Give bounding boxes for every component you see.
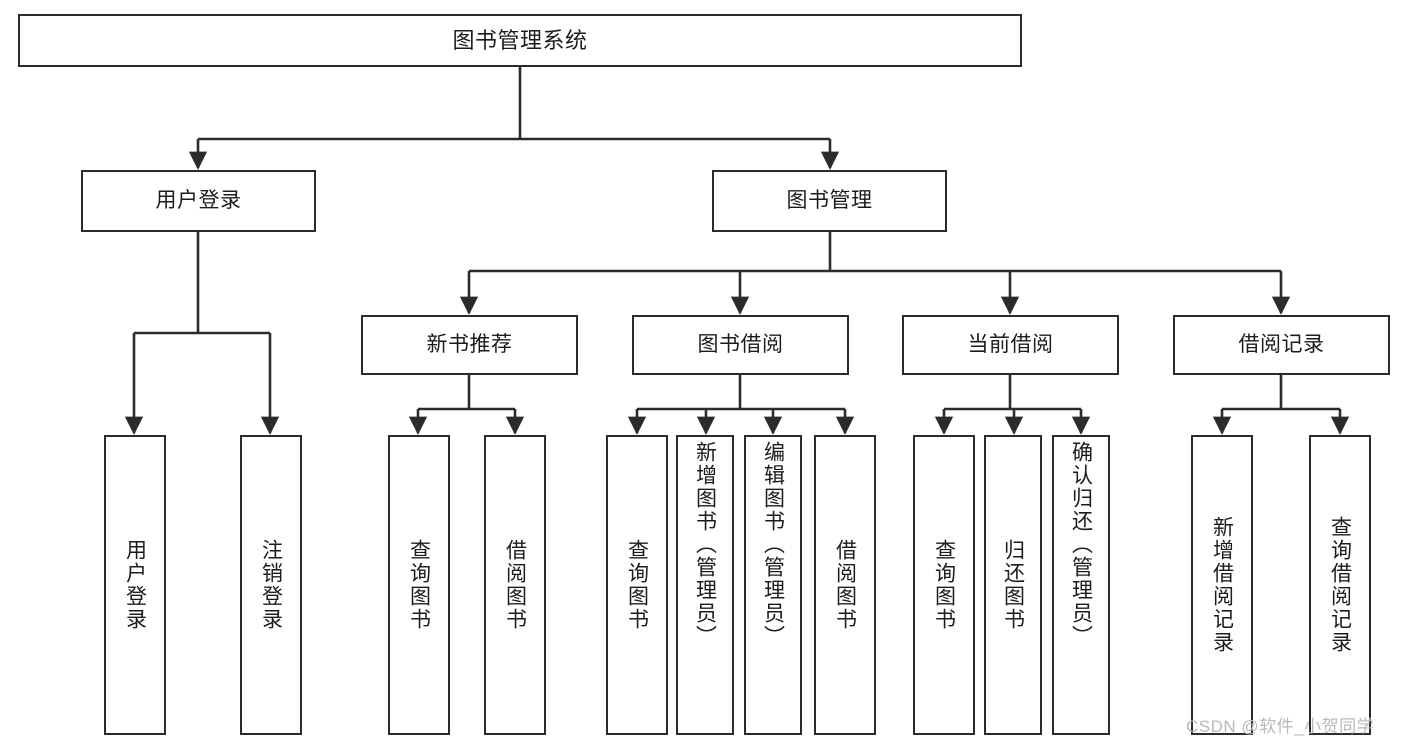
node-leaf-add-record-label: 新增借阅记录	[1210, 516, 1234, 654]
node-leaf-query-record-label: 查询借阅记录	[1328, 516, 1352, 654]
node-leaf-borrow-book-2-label: 借阅图书	[833, 539, 857, 631]
node-new-book-recommend-label: 新书推荐	[426, 332, 513, 356]
node-leaf-borrow-book-1-label: 借阅图书	[503, 539, 527, 631]
watermark-text: CSDN @软件_小贺同学	[1186, 717, 1375, 736]
node-book-borrow[interactable]: 图书借阅	[632, 315, 849, 375]
node-leaf-query-book-1-label: 查询图书	[407, 539, 431, 631]
node-leaf-logout[interactable]: 注销登录	[240, 435, 302, 735]
node-leaf-edit-book[interactable]: 编辑图书（管理员）	[744, 435, 802, 735]
node-leaf-add-record[interactable]: 新增借阅记录	[1191, 435, 1253, 735]
node-leaf-query-book-1[interactable]: 查询图书	[388, 435, 450, 735]
node-leaf-return-book-label: 归还图书	[1001, 539, 1025, 631]
node-current-borrow[interactable]: 当前借阅	[902, 315, 1119, 375]
node-leaf-user-login-label: 用户登录	[123, 539, 147, 631]
node-current-borrow-label: 当前借阅	[967, 332, 1054, 356]
node-book-borrow-label: 图书借阅	[697, 332, 784, 356]
node-leaf-logout-label: 注销登录	[259, 539, 283, 631]
node-leaf-add-book[interactable]: 新增图书（管理员）	[676, 435, 734, 735]
node-leaf-borrow-book-1[interactable]: 借阅图书	[484, 435, 546, 735]
node-leaf-query-book-3-label: 查询图书	[932, 539, 956, 631]
node-leaf-edit-book-label: 编辑图书（管理员）	[761, 441, 785, 648]
node-leaf-query-book-3[interactable]: 查询图书	[913, 435, 975, 735]
node-new-book-recommend[interactable]: 新书推荐	[361, 315, 578, 375]
node-user-login-label: 用户登录	[155, 188, 242, 212]
node-borrow-record[interactable]: 借阅记录	[1173, 315, 1390, 375]
node-leaf-confirm-return-label: 确认归还（管理员）	[1069, 441, 1093, 648]
node-leaf-add-book-label: 新增图书（管理员）	[693, 441, 717, 648]
node-leaf-user-login[interactable]: 用户登录	[104, 435, 166, 735]
node-leaf-confirm-return[interactable]: 确认归还（管理员）	[1052, 435, 1110, 735]
node-book-manage[interactable]: 图书管理	[712, 170, 947, 232]
node-book-manage-label: 图书管理	[786, 188, 873, 212]
node-borrow-record-label: 借阅记录	[1238, 332, 1325, 356]
node-leaf-query-book-2[interactable]: 查询图书	[606, 435, 668, 735]
node-leaf-query-book-2-label: 查询图书	[625, 539, 649, 631]
node-root[interactable]: 图书管理系统	[18, 14, 1022, 67]
node-leaf-query-record[interactable]: 查询借阅记录	[1309, 435, 1371, 735]
node-leaf-borrow-book-2[interactable]: 借阅图书	[814, 435, 876, 735]
node-root-label: 图书管理系统	[452, 27, 588, 53]
node-user-login[interactable]: 用户登录	[81, 170, 316, 232]
node-leaf-return-book[interactable]: 归还图书	[984, 435, 1042, 735]
